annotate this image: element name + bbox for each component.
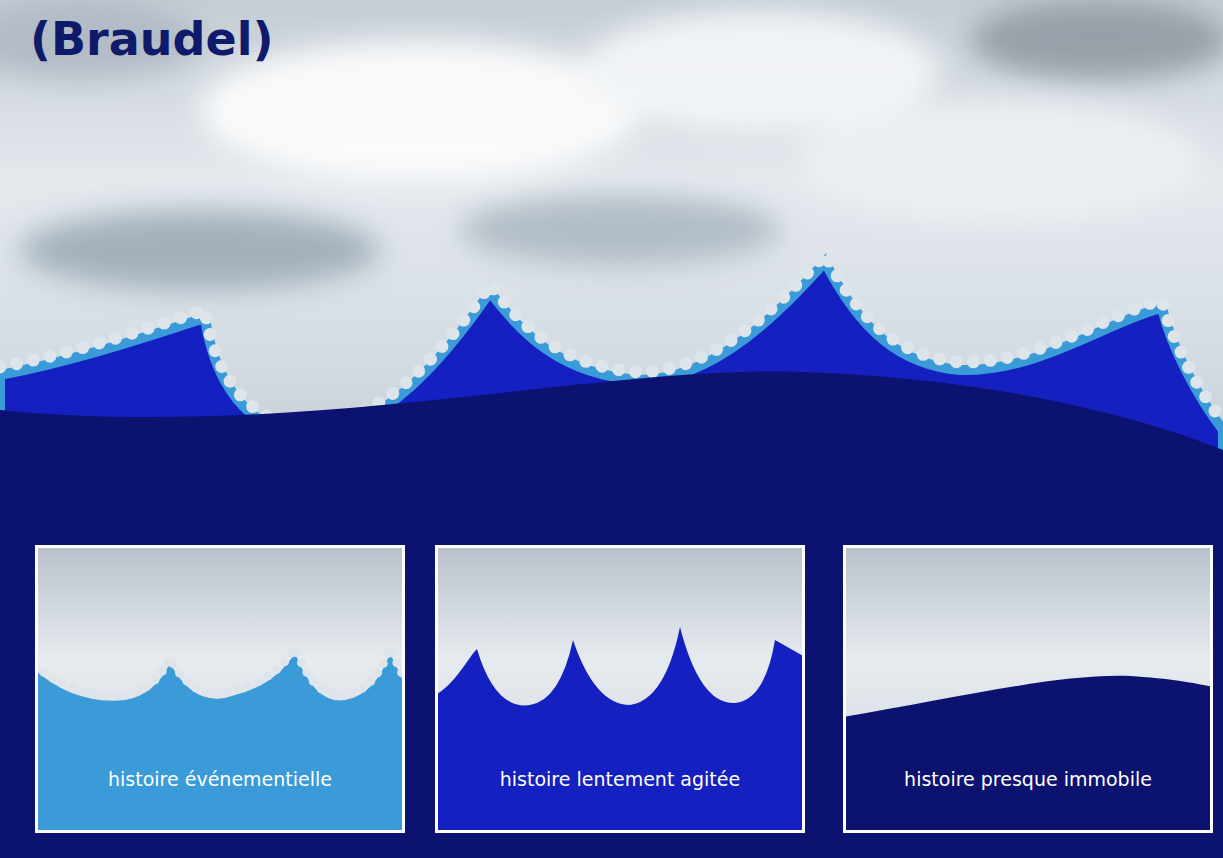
title: (Braudel) (30, 12, 273, 66)
box-label: histoire presque immobile (846, 768, 1210, 790)
timescale-box: histoire lentement agitée (435, 545, 805, 833)
box-label: histoire événementielle (38, 768, 402, 790)
timescale-box: histoire presque immobile (843, 545, 1213, 833)
timescale-box: histoire événementielle (35, 545, 405, 833)
box-label: histoire lentement agitée (438, 768, 802, 790)
